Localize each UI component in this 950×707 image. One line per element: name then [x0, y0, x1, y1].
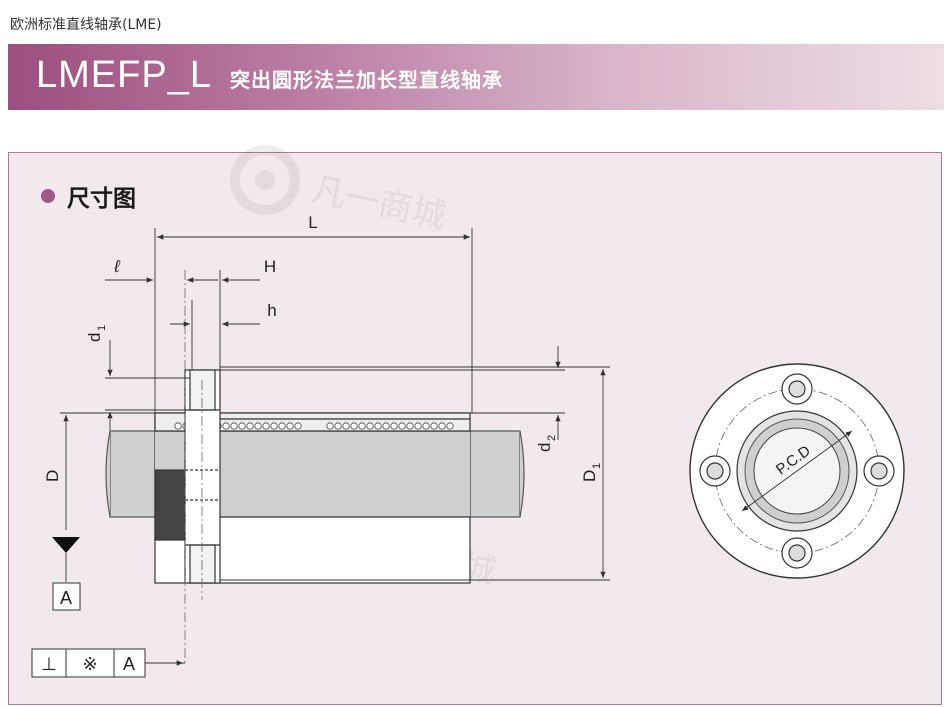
section-heading: 尺寸图: [41, 179, 136, 213]
side-view: [105, 369, 525, 584]
title-banner: LMEFP_L 突出圆形法兰加长型直线轴承: [8, 44, 944, 110]
model-name: LMEFP_L: [36, 54, 212, 96]
page-caption: 欧洲标准直线轴承(LME): [10, 17, 162, 33]
label-h: h: [267, 301, 276, 320]
label-H: H: [264, 257, 276, 276]
front-view: P.C.D: [689, 363, 905, 579]
product-title: 突出圆形法兰加长型直线轴承: [230, 68, 503, 92]
dimension-lines: [60, 228, 610, 666]
datum-symbol: A: [52, 537, 81, 611]
label-D: D: [43, 470, 62, 482]
section-title: 尺寸图: [67, 186, 136, 212]
label-d1-sub: 1: [96, 325, 108, 331]
tolerance-frame: ⊥ ※ A: [31, 648, 146, 678]
label-d1: d: [85, 333, 104, 342]
label-d2-sub: 2: [546, 435, 558, 441]
datum-label: A: [60, 588, 72, 608]
tolerance-datum-ref: A: [123, 654, 135, 674]
label-D1-sub: 1: [591, 463, 603, 469]
label-ell: ℓ: [113, 257, 120, 276]
perpendicularity-symbol: ⊥: [41, 654, 57, 674]
label-d2: d: [535, 443, 554, 452]
end-cap: [154, 469, 186, 541]
bullet-icon: [41, 189, 55, 203]
label-L: L: [308, 213, 317, 232]
label-D1: D: [580, 470, 599, 482]
dimension-labels: L ℓ H h d 1 D d 2 D 1: [43, 213, 603, 482]
watermark-text-1: 凡一商城: [308, 170, 449, 237]
center-lines: [184, 270, 203, 663]
ball-row: [174, 422, 454, 430]
tolerance-value-symbol: ※: [82, 654, 97, 674]
